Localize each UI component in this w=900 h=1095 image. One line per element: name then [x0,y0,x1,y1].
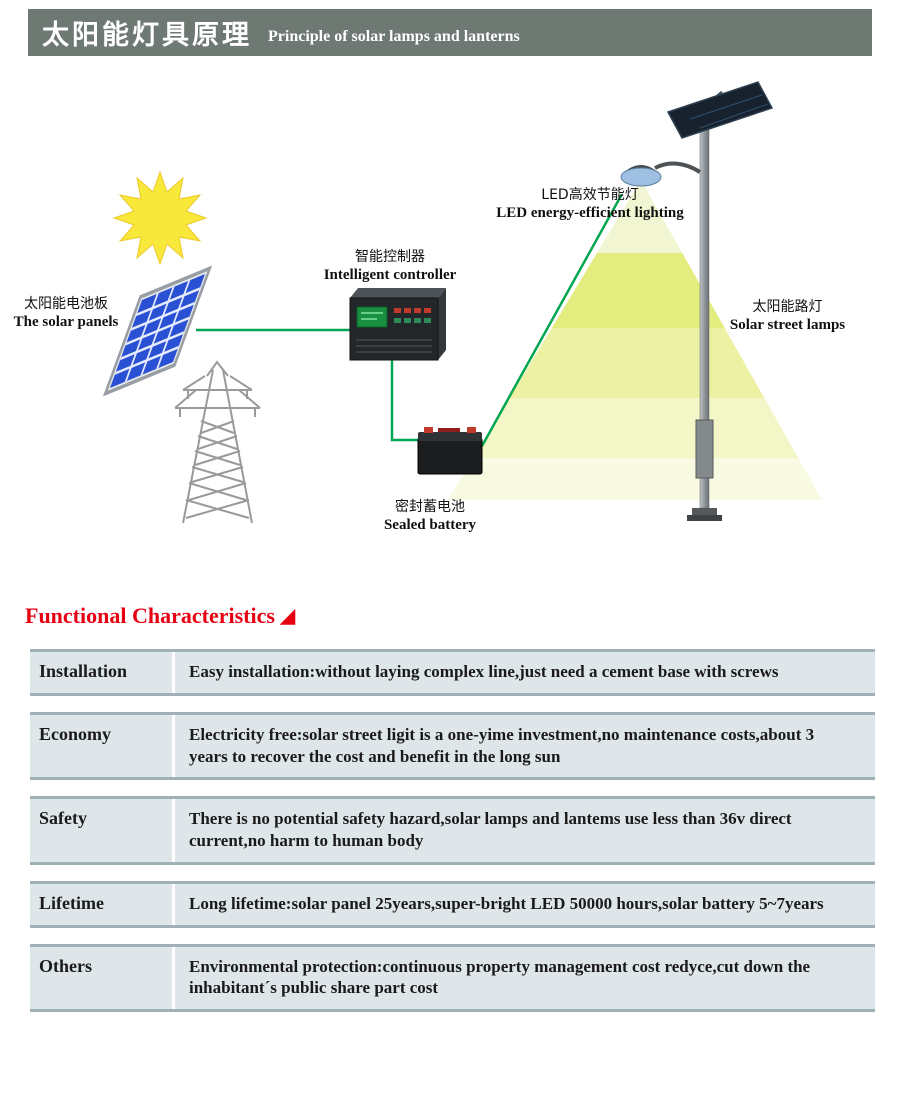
label-controller-en: Intelligent controller [323,267,457,284]
wire-lines [196,193,624,447]
label-solar-panels-en: The solar panels [13,314,119,331]
label-battery-zh: 密封蓄电池 [395,499,465,515]
row-text: Electricity free:solar street ligit is a… [189,724,815,766]
table-row: Lifetime Long lifetime:solar panel 25yea… [30,880,875,928]
label-led-en: LED energy-efficient lighting [496,205,684,222]
sun-icon [112,170,208,266]
label-battery: 密封蓄电池 Sealed battery [350,498,510,536]
page: 太阳能灯具原理 Principle of solar lamps and lan… [0,9,900,1012]
page-header: 太阳能灯具原理 Principle of solar lamps and lan… [28,9,872,56]
battery-icon [417,427,483,475]
row-label: Economy [39,723,111,744]
header-title-en: Principle of solar lamps and lanterns [268,27,520,45]
row-text: Easy installation:without laying complex… [189,662,779,681]
label-led-zh: LED高效节能灯 [541,187,639,203]
triangle-marker: ◢ [280,606,296,627]
power-tower-icon [174,360,261,524]
row-text: There is no potential safety hazard,sola… [189,809,792,850]
row-divider [172,946,175,1009]
table-row: Economy Electricity free:solar street li… [30,711,875,781]
label-street-lamps-en: Solar street lamps [729,317,846,334]
label-solar-panels-zh: 太阳能电池板 [24,296,108,312]
controller-icon [349,288,446,361]
row-divider [172,714,175,778]
row-label: Safety [39,808,87,829]
label-battery-en: Sealed battery [383,517,477,534]
row-text: Environmental protection:continuous prop… [189,956,811,998]
row-label: Installation [39,661,128,681]
row-divider [172,652,175,693]
label-street-lamps-zh: 太阳能路灯 [752,299,823,315]
label-led: LED高效节能灯 LED energy-efficient lighting [460,186,720,224]
table-row: Others Environmental protection:continuo… [30,943,875,1012]
diagram-canvas [102,81,822,524]
row-text: Long lifetime:solar panel 25years,super-… [189,893,824,913]
solar-panel-icon [102,265,213,397]
row-divider [172,883,175,925]
label-solar-panels: 太阳能电池板 The solar panels [0,295,132,333]
label-street-lamps: 太阳能路灯 Solar street lamps [715,298,860,336]
street-lamp-icon [620,81,774,521]
row-label: Lifetime [39,892,104,913]
solar-principle-diagram: 太阳能电池板 The solar panels 智能控制器 Intelligen… [0,68,900,573]
table-row: Safety There is no potential safety haza… [30,796,875,865]
row-divider [172,799,175,862]
label-controller-zh: 智能控制器 [355,249,425,265]
characteristics-table: Installation Easy installation:without l… [30,649,875,1012]
header-title-zh: 太阳能灯具原理 [42,20,252,51]
row-label: Others [39,955,92,976]
label-controller: 智能控制器 Intelligent controller [315,248,465,286]
section-title: Functional Characteristics ◢ [25,603,900,629]
table-row: Installation Easy installation:without l… [30,649,875,696]
section-title-text: Functional Characteristics [25,603,275,628]
